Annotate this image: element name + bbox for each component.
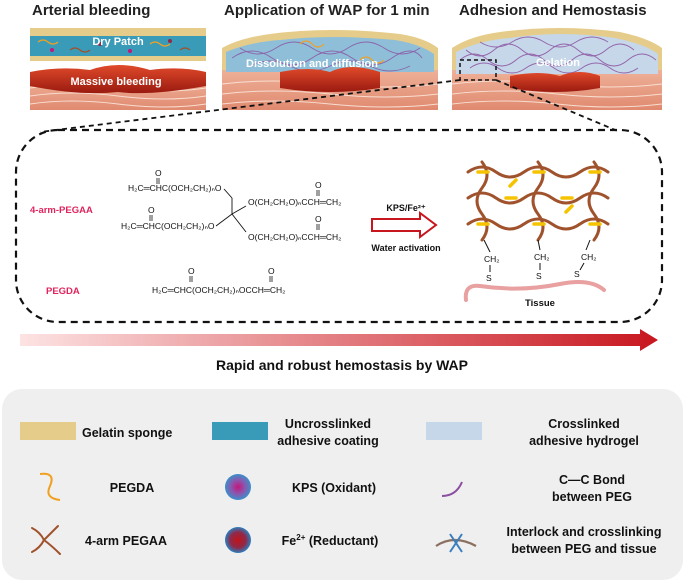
legend-fe-icon bbox=[225, 527, 251, 553]
pegaa-arm-top-right: O(CH₂CH₂O)ₙCCH═CH₂ bbox=[248, 197, 341, 207]
pegda-structure: O O H₂C═CHC(OCH₂CH₂)ₙOCCH═CH₂ bbox=[152, 266, 285, 295]
massive-bleeding-label: Massive bleeding bbox=[70, 76, 161, 88]
crosslinked-network bbox=[466, 160, 610, 242]
legend-interlock-line1: Interlock and crosslinking bbox=[507, 525, 662, 539]
legend-interlock-icon bbox=[435, 533, 477, 553]
svg-text:S: S bbox=[536, 271, 542, 281]
legend-uncross-line1: Uncrosslinked bbox=[285, 417, 371, 431]
legend-swatch-hydrogel bbox=[426, 422, 482, 440]
legend-interlock-line2: between PEG and tissue bbox=[511, 542, 656, 556]
chemistry-box bbox=[14, 128, 664, 324]
gelation-label: Gelation bbox=[536, 57, 580, 69]
pegda-formula: H₂C═CHC(OCH₂CH₂)ₙOCCH═CH₂ bbox=[152, 285, 285, 295]
legend-cc-bond-icon bbox=[441, 481, 463, 497]
zoom-box bbox=[459, 59, 497, 81]
dissolution-label: Dissolution and diffusion bbox=[246, 58, 378, 70]
panel3-illustration: Gelation bbox=[451, 28, 663, 110]
label-pegda: PEGDA bbox=[46, 286, 80, 297]
legend-pegaa-icon bbox=[31, 525, 61, 555]
zoom-connector-right bbox=[495, 79, 621, 133]
legend-gelatin-label: Gelatin sponge bbox=[82, 426, 172, 440]
pegaa-arm-bottom-right: O(CH₂CH₂O)ₙCCH═CH₂ bbox=[248, 232, 341, 242]
svg-text:O: O bbox=[315, 180, 322, 190]
legend-kps-label: KPS (Oxidant) bbox=[292, 481, 376, 495]
legend-uncross-line2: adhesive coating bbox=[277, 434, 378, 448]
progress-arrow bbox=[20, 329, 658, 351]
reaction-arrow-bottom-label: Water activation bbox=[371, 243, 440, 253]
svg-text:O: O bbox=[148, 205, 155, 215]
svg-text:CH₂: CH₂ bbox=[581, 252, 597, 262]
panel3-title: Adhesion and Hemostasis bbox=[459, 2, 647, 19]
thiol-linkers: CH₂ S CH₂ S CH₂ S bbox=[483, 239, 597, 283]
svg-text:S: S bbox=[486, 273, 492, 283]
pegaa-arm-top-left: H₂C═CHC(OCH₂CH₂)ₙO bbox=[128, 183, 222, 193]
label-4arm-pegaa: 4-arm-PEGAA bbox=[30, 205, 93, 216]
svg-text:S: S bbox=[574, 269, 580, 279]
panel1-illustration: Dry Patch Massive bleeding bbox=[29, 28, 207, 110]
legend-cross-line1: Crosslinked bbox=[548, 417, 620, 431]
legend-pegda-label: PEGDA bbox=[110, 481, 154, 495]
legend-pegda-icon bbox=[39, 472, 61, 501]
legend-panel bbox=[2, 389, 683, 580]
legend-swatch-gelatin bbox=[20, 422, 76, 440]
legend-fe-label: Fe2+ (Reductant) bbox=[282, 533, 379, 548]
dry-patch-label: Dry Patch bbox=[92, 36, 144, 48]
pegaa-arm-bottom-left: H₂C═CHC(OCH₂CH₂)ₙO bbox=[121, 221, 215, 231]
svg-text:O: O bbox=[315, 214, 322, 224]
svg-text:CH₂: CH₂ bbox=[534, 252, 550, 262]
pegaa-structure: O H₂C═CHC(OCH₂CH₂)ₙO O H₂C═CHC(OCH₂CH₂)ₙ… bbox=[121, 168, 341, 242]
zoom-connector-left bbox=[39, 79, 461, 133]
legend-pegaa-label: 4-arm PEGAA bbox=[85, 534, 167, 548]
panel2-title: Application of WAP for 1 min bbox=[224, 2, 430, 19]
legend-cc-line2: between PEG bbox=[552, 490, 632, 504]
panel2-illustration: Dissolution and diffusion bbox=[221, 30, 439, 110]
legend-cross-line2: adhesive hydrogel bbox=[529, 434, 639, 448]
legend-swatch-coating bbox=[212, 422, 268, 440]
caption: Rapid and robust hemostasis by WAP bbox=[216, 357, 468, 373]
svg-text:CH₂: CH₂ bbox=[484, 254, 500, 264]
legend-kps-icon bbox=[225, 474, 251, 500]
reaction-arrow bbox=[371, 211, 438, 239]
svg-text:O: O bbox=[188, 266, 195, 276]
svg-text:O: O bbox=[155, 168, 162, 178]
legend-cc-line1: C—C Bond bbox=[559, 473, 625, 487]
reaction-arrow-top-label: KPS/Fe²⁺ bbox=[386, 203, 426, 213]
tissue-label: Tissue bbox=[525, 298, 555, 309]
tissue-strand bbox=[463, 280, 606, 302]
panel1-title: Arterial bleeding bbox=[32, 2, 150, 19]
svg-text:O: O bbox=[268, 266, 275, 276]
